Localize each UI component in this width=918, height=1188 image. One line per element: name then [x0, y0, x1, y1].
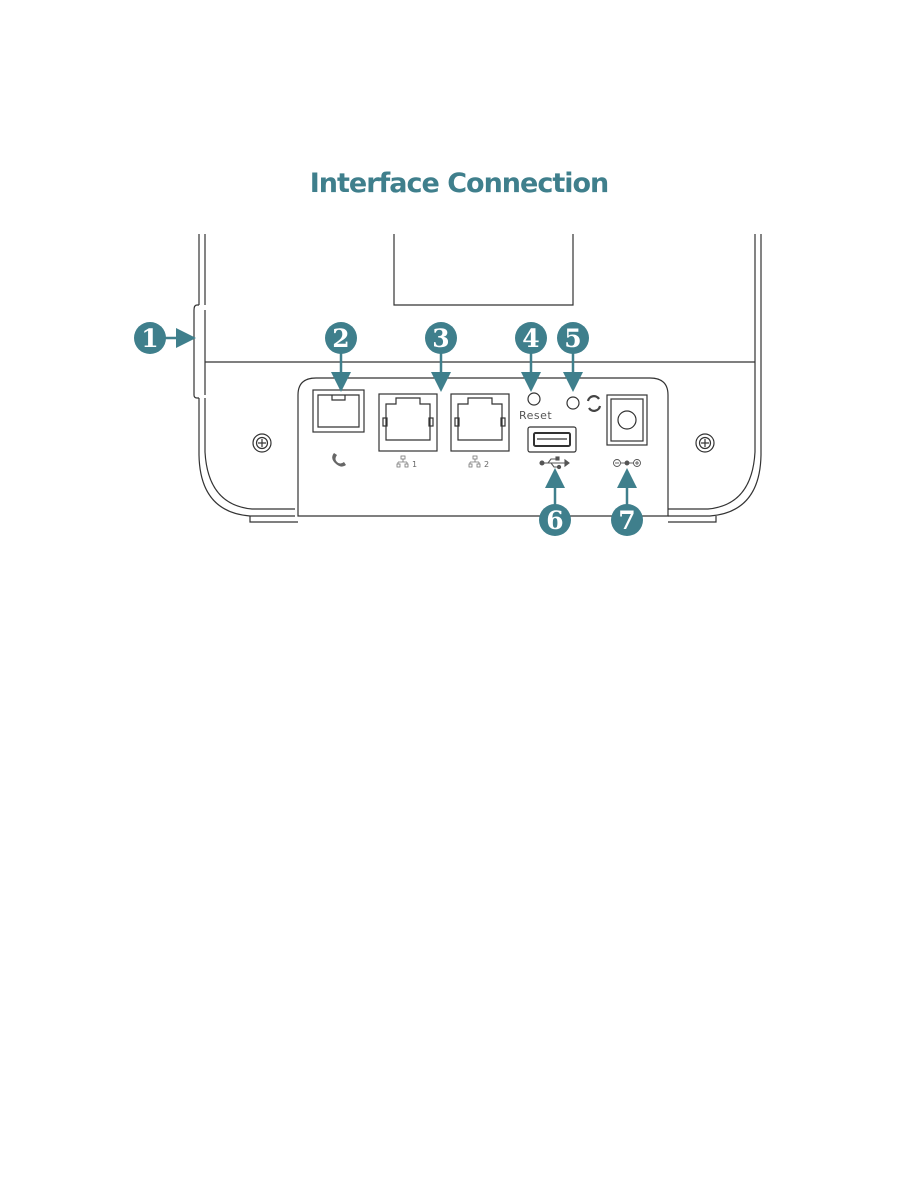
phone-icon — [332, 453, 346, 467]
callout-arrows — [165, 338, 627, 505]
phone-port[interactable] — [313, 390, 364, 432]
reset-label: Reset — [519, 409, 552, 422]
callout-number: 7 — [618, 506, 635, 535]
power-port[interactable] — [607, 395, 647, 445]
network-icon — [397, 456, 408, 467]
callout-number: 5 — [564, 324, 581, 353]
device-rear-panel-diagram: 1 2 Reset — [0, 0, 918, 600]
callout-6: 6 — [539, 504, 571, 536]
callout-number: 3 — [432, 324, 449, 353]
usb-port[interactable] — [528, 427, 576, 452]
lan2-port[interactable] — [451, 394, 509, 451]
wps-button[interactable] — [567, 397, 579, 409]
network-icon — [469, 456, 480, 467]
callout-number: 2 — [332, 324, 349, 353]
callout-5: 5 — [557, 322, 589, 354]
callout-7: 7 — [611, 504, 643, 536]
callout-badges: 1 2 3 4 5 6 7 — [134, 322, 643, 536]
dc-power-polarity-icon — [614, 460, 641, 467]
screw-right-icon — [696, 434, 714, 452]
callout-number: 4 — [522, 324, 539, 353]
device-body — [194, 234, 761, 522]
refresh-icon — [588, 396, 600, 411]
callout-2: 2 — [325, 322, 357, 354]
screw-left-icon — [253, 434, 271, 452]
callout-4: 4 — [515, 322, 547, 354]
callout-number: 1 — [141, 324, 158, 353]
callout-3: 3 — [425, 322, 457, 354]
reset-button[interactable] — [528, 393, 540, 405]
callout-1: 1 — [134, 322, 166, 354]
callout-number: 6 — [546, 506, 563, 535]
usb-icon — [540, 457, 569, 469]
lan1-port[interactable] — [379, 394, 437, 451]
lan2-label: 2 — [484, 460, 489, 469]
lan1-label: 1 — [412, 460, 417, 469]
